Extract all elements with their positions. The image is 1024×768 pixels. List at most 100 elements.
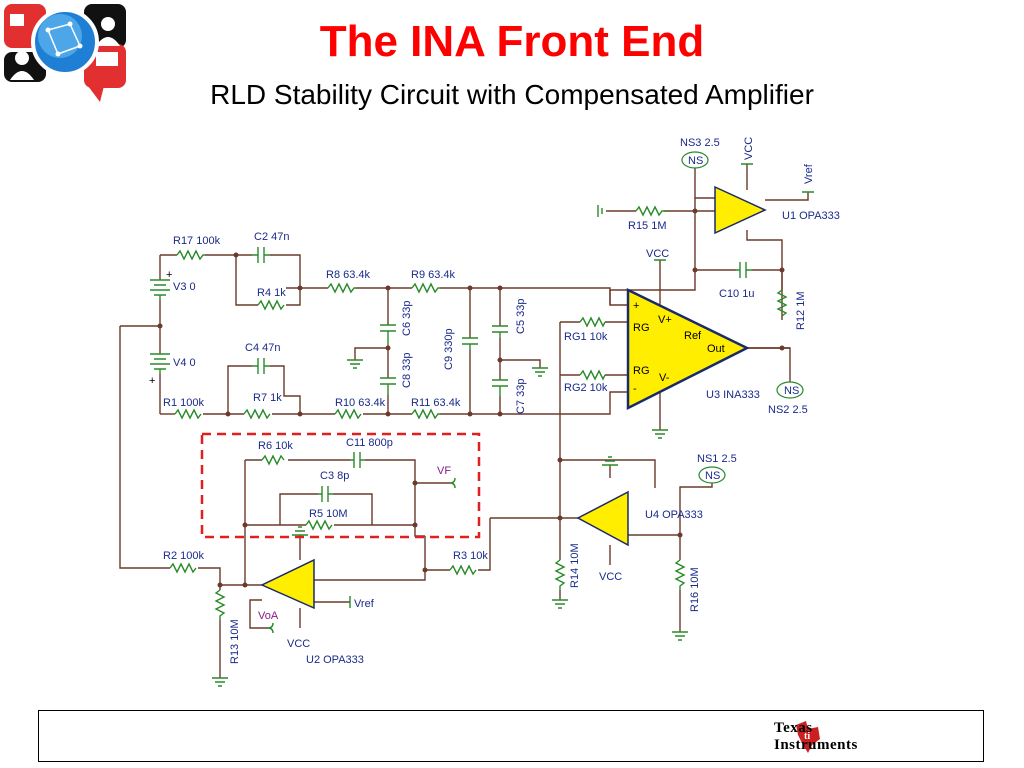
ns2-node [776, 381, 804, 399]
c8-capacitor [380, 377, 396, 395]
ina-vminus-pin: V- [659, 372, 670, 384]
ground-icon [552, 599, 568, 609]
r9-label: R9 63.4k [411, 269, 456, 281]
r10-resistor [334, 408, 362, 420]
r17-resistor [176, 249, 205, 261]
vcc-u2-label: VCC [287, 638, 310, 650]
r8-resistor [327, 282, 356, 294]
v3-battery [150, 279, 170, 300]
ina-rg2-pin: RG [633, 365, 650, 377]
r3-resistor [449, 564, 477, 576]
batteries [150, 279, 170, 373]
ground-icon [532, 367, 548, 377]
amplifiers [260, 185, 767, 610]
vcc-top-label: VCC [743, 137, 755, 160]
ina-pin-labels: + RG RG - V+ V- Ref Out + + [149, 269, 725, 395]
c6-capacitor [380, 324, 396, 345]
r16-label: R16 10M [689, 567, 701, 612]
r1-resistor [174, 408, 202, 420]
grounds [212, 205, 688, 687]
r15-label: R15 1M [628, 220, 667, 232]
r14-resistor [554, 559, 566, 590]
v3-plus-mark: + [166, 269, 172, 281]
u3-label: U3 INA333 [706, 389, 760, 401]
svg-text:ti: ti [804, 731, 810, 742]
c10-capacitor [736, 262, 752, 278]
r1-label: R1 100k [163, 397, 204, 409]
ns1-node [698, 466, 726, 484]
r7-label: R7 1k [253, 392, 282, 404]
footer-bar [38, 710, 984, 762]
ti-brand-line2: Instruments [774, 737, 858, 753]
ina-ref-pin: Ref [684, 330, 702, 342]
r4-resistor [257, 299, 285, 311]
ina-vplus-pin: V+ [658, 314, 672, 326]
c11-capacitor [350, 452, 365, 468]
r5-label: R5 10M [309, 508, 348, 520]
c10-label: C10 1u [719, 288, 754, 300]
voa-label: VoA [258, 610, 279, 622]
ground-icon [212, 677, 228, 687]
rg1-resistor [579, 316, 606, 328]
r2-label: R2 100k [163, 550, 204, 562]
c6-label: C6 33p [401, 301, 413, 336]
texas-instruments-logo-icon: ti [796, 721, 820, 753]
c7-label: C7 33p [515, 379, 527, 414]
r11-label: R11 63.4k [411, 397, 461, 409]
page-title: The INA Front End [319, 17, 705, 66]
c9-label: C9 330p [443, 328, 455, 370]
c11-label: C11 800p [346, 437, 393, 449]
r13-label: R13 10M [229, 619, 241, 664]
vf-label: VF [437, 465, 451, 477]
ina-out-pin: Out [707, 343, 725, 355]
r6-resistor [261, 454, 285, 466]
ns1-text: NS [705, 470, 720, 482]
ground-icon [292, 526, 308, 536]
u2-opamp [260, 558, 315, 610]
c4-label: C4 47n [245, 342, 280, 354]
r9-resistor [411, 282, 440, 294]
ina-rg1-pin: RG [633, 322, 650, 334]
u4-opamp [576, 490, 629, 547]
ina-minus-pin: - [633, 383, 637, 395]
capacitors [252, 247, 752, 502]
ns2-text: NS [784, 385, 799, 397]
ns2-label: NS2 2.5 [768, 404, 808, 416]
rg2-resistor [579, 369, 606, 381]
rg1-label: RG1 10k [564, 331, 608, 343]
dashed-highlight-box [200, 432, 481, 539]
r16-resistor [674, 559, 686, 590]
ground-icon [652, 429, 668, 439]
r7-resistor [243, 408, 271, 420]
v3-label: V3 0 [173, 281, 196, 293]
r3-label: R3 10k [453, 550, 488, 562]
resistors [169, 205, 788, 620]
r12-resistor [776, 289, 788, 317]
r11-resistor [411, 408, 440, 420]
r15-resistor [635, 205, 666, 217]
vcc-mid-label: VCC [646, 248, 669, 260]
r14-label: R14 10M [569, 543, 581, 588]
r4-label: R4 1k [257, 287, 286, 299]
vref-u2-label: Vref [354, 598, 375, 610]
junctions [157, 208, 785, 588]
r12-label: R12 1M [795, 291, 807, 330]
vcc-u4-label: VCC [599, 571, 622, 583]
ns1-label: NS1 2.5 [697, 453, 737, 465]
ti-brand-line1: Texas [774, 720, 813, 736]
probe-ticks [267, 163, 814, 634]
r10-label: R10 63.4k [335, 397, 386, 409]
c3-label: C3 8p [320, 470, 349, 482]
c5-label: C5 33p [515, 299, 527, 334]
u3-ina [626, 288, 750, 411]
r5-resistor [305, 519, 333, 531]
ina-plus-pin: + [633, 300, 639, 312]
c9-capacitor [462, 337, 478, 350]
page-subtitle: RLD Stability Circuit with Compensated A… [210, 79, 814, 110]
c2-capacitor [252, 247, 270, 263]
r13-resistor [214, 589, 226, 620]
network-people-logo [4, 4, 126, 102]
c5-capacitor [492, 325, 508, 338]
u4-label: U4 OPA333 [645, 509, 703, 521]
u2-label: U2 OPA333 [306, 654, 364, 666]
